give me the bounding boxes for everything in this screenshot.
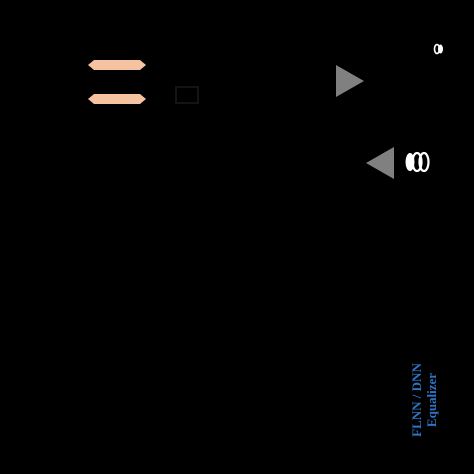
fiber-top-icon [88,57,146,70]
equalizer-label-line2: Equalizer [424,372,439,428]
photodetector-large-icon [404,151,430,173]
equalizer-label: FLNN / DNN Equalizer [398,355,450,445]
triangle-left-icon [366,147,394,179]
fiber-bottom-icon [88,91,146,104]
photodetector-small-icon [433,42,445,55]
equalizer-label-line1: FLNN / DNN [409,363,424,437]
triangle-right-icon [336,65,364,97]
box-outline-icon [175,86,199,104]
